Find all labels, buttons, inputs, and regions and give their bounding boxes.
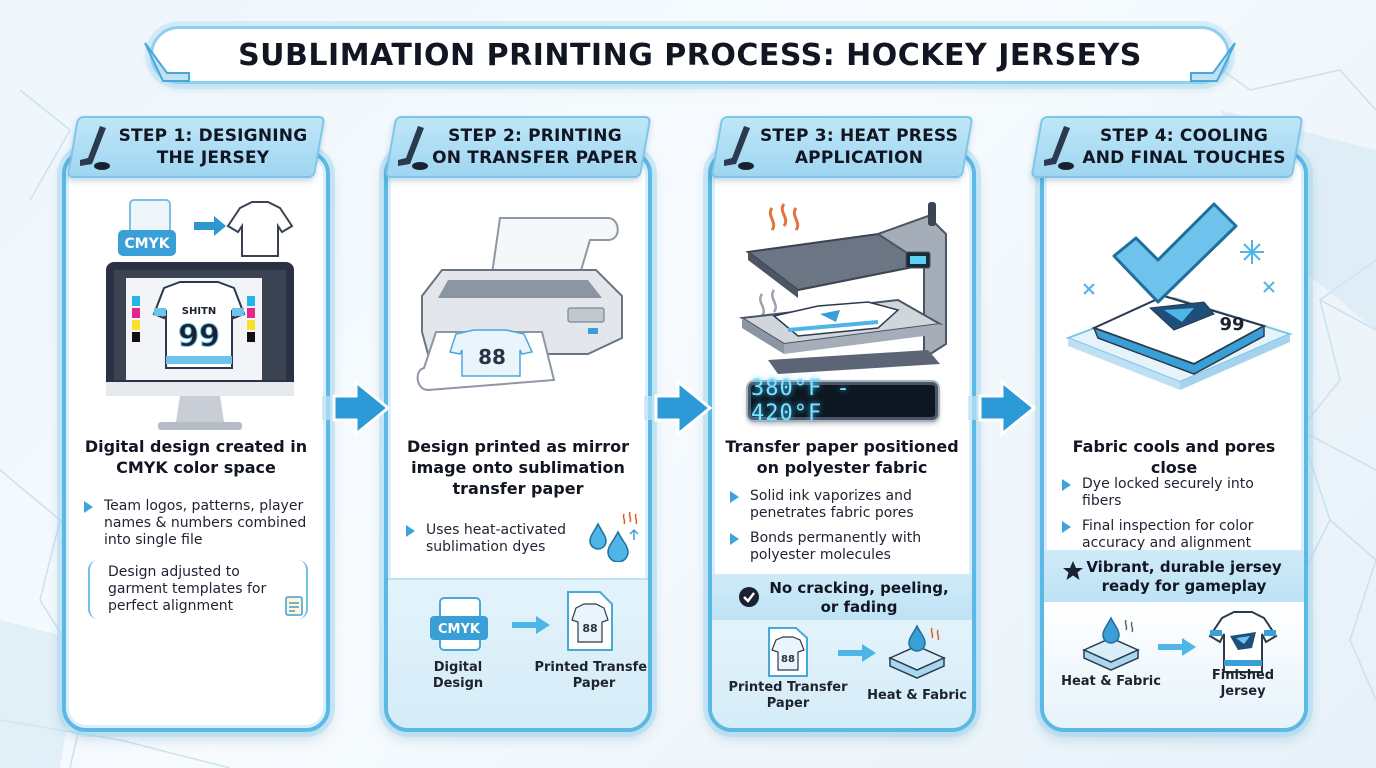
check-circle-icon xyxy=(739,587,759,607)
printer-illustration: 88 xyxy=(416,217,623,392)
step-2-heading: Design printed as mirror image onto subl… xyxy=(406,437,629,498)
list-item: Uses heat-activated sublimation dyes xyxy=(404,522,568,556)
jersey-name-text: SHITN xyxy=(182,306,216,317)
folded-jersey-illustration: 99 xyxy=(1065,202,1293,390)
flow-label-digital-design: Digital Design xyxy=(432,660,484,691)
hockey-stick-icon xyxy=(144,42,190,82)
step-4-highlight-text: Vibrant, durable jersey ready for gamepl… xyxy=(1086,558,1282,595)
step-4-flow-panel: Heat & Fabric Finished Jersey xyxy=(1044,602,1304,728)
step-1-card: CMYK SHITN 99 Digital des xyxy=(62,150,330,732)
mirrored-number-text: 88 xyxy=(478,345,506,369)
page-title: SUBLIMATION PRINTING PROCESS: HOCKEY JER… xyxy=(238,37,1142,73)
flow-arrow-icon xyxy=(644,378,713,438)
step-2-flow-panel: CMYK 88 Digital Design Printed Transfer … xyxy=(388,578,648,728)
dye-droplets-icon xyxy=(589,511,639,562)
list-item: Bonds permanently with polyester molecul… xyxy=(728,530,960,564)
flow-label-printed-transfer-paper: Printed Transfer Paper xyxy=(728,680,848,711)
step-1-heading: Digital design created in CMYK color spa… xyxy=(84,437,308,477)
hockey-stick-puck-icon xyxy=(1044,126,1074,170)
step-2-banner: STEP 2: PRINTING ON TRANSFER PAPER xyxy=(384,116,652,178)
bullet-arrow-icon xyxy=(730,491,739,503)
step-4-heading: Fabric cools and pores close xyxy=(1072,437,1276,477)
flow-label-finished-jersey: Finished Jersey xyxy=(1211,668,1275,699)
step-3-flow-panel: 88 Printed Transfer Paper Heat & Fabric xyxy=(712,618,972,728)
step-4-bullets: Dye locked securely into fibers Final in… xyxy=(1060,476,1292,560)
cmyk-label: CMYK xyxy=(438,622,481,637)
step-4-title: STEP 4: COOLING AND FINAL TOUCHES xyxy=(1082,126,1286,168)
step-3-card: 380°F - 420°F Transfer paper positioned … xyxy=(708,150,976,732)
bullet-arrow-icon xyxy=(1062,521,1071,533)
step-4-card: 99 Fabric cools and pores close Dye lock… xyxy=(1040,150,1308,732)
mirrored-number-text: 88 xyxy=(781,654,795,665)
flow-arrow-icon xyxy=(968,378,1037,438)
jersey-number-text: 99 xyxy=(1219,314,1244,335)
step-3-bullets: Solid ink vaporizes and penetrates fabri… xyxy=(728,488,960,572)
step-1-bullets: Team logos, patterns, player names & num… xyxy=(82,498,314,557)
list-item: Solid ink vaporizes and penetrates fabri… xyxy=(728,488,960,522)
arrow-right-icon xyxy=(512,616,550,634)
bullet-arrow-icon xyxy=(1062,479,1071,491)
arrow-right-icon xyxy=(1158,638,1196,656)
printed-paper-icon: 88 xyxy=(768,627,808,677)
bullet-arrow-icon xyxy=(730,533,739,545)
heat-fabric-icon xyxy=(1082,616,1140,671)
step-3-banner: STEP 3: HEAT PRESS APPLICATION xyxy=(710,116,974,178)
hockey-stick-icon xyxy=(1190,42,1236,82)
heat-press-illustration xyxy=(739,202,947,374)
mirrored-number-text: 88 xyxy=(582,622,597,635)
step-4-banner: STEP 4: COOLING AND FINAL TOUCHES xyxy=(1030,116,1304,178)
jersey-number-text: 99 xyxy=(178,319,220,354)
list-item: Dye locked securely into fibers xyxy=(1060,476,1292,510)
bullet-arrow-icon xyxy=(84,501,93,513)
temperature-display: 380°F - 420°F xyxy=(748,376,938,426)
flow-arrow-icon xyxy=(322,378,391,438)
heat-fabric-icon xyxy=(888,624,946,679)
list-item: Team logos, patterns, player names & num… xyxy=(82,498,314,549)
bullet-arrow-icon xyxy=(406,525,415,537)
list-item: Final inspection for color accuracy and … xyxy=(1060,518,1292,552)
star-icon xyxy=(1063,561,1083,580)
cmyk-label: CMYK xyxy=(124,236,170,252)
step-3-heading: Transfer paper positioned on polyester f… xyxy=(725,437,959,477)
arrow-right-icon xyxy=(838,644,876,662)
digital-design-file-icon: CMYK xyxy=(430,597,488,651)
hockey-stick-puck-icon xyxy=(724,126,754,170)
flow-label-heat-fabric: Heat & Fabric xyxy=(1061,674,1161,689)
step-1-note: Design adjusted to garment templates for… xyxy=(88,560,308,619)
hockey-stick-puck-icon xyxy=(398,126,428,170)
step-1-banner: STEP 1: DESIGNING THE JERSEY xyxy=(66,116,326,178)
printed-paper-icon: 88 xyxy=(567,591,613,651)
finished-jersey-icon xyxy=(1208,611,1278,673)
step-3-highlight-text: No cracking, peeling, or fading xyxy=(769,579,949,616)
document-note-icon xyxy=(285,596,303,616)
design-monitor-illustration: CMYK SHITN 99 xyxy=(106,199,294,430)
hockey-stick-puck-icon xyxy=(80,126,110,170)
step-3-highlight: No cracking, peeling, or fading xyxy=(712,574,972,622)
flow-label-heat-fabric: Heat & Fabric xyxy=(867,688,967,703)
step-2-bullets: Uses heat-activated sublimation dyes xyxy=(404,522,568,564)
title-banner: SUBLIMATION PRINTING PROCESS: HOCKEY JER… xyxy=(144,26,1236,84)
step-2-card: 88 Design printed as mirror image onto s… xyxy=(384,150,652,732)
flow-label-printed-transfer-paper: Printed Transfer Paper xyxy=(534,660,652,691)
step-4-highlight: Vibrant, durable jersey ready for gamepl… xyxy=(1044,550,1304,604)
